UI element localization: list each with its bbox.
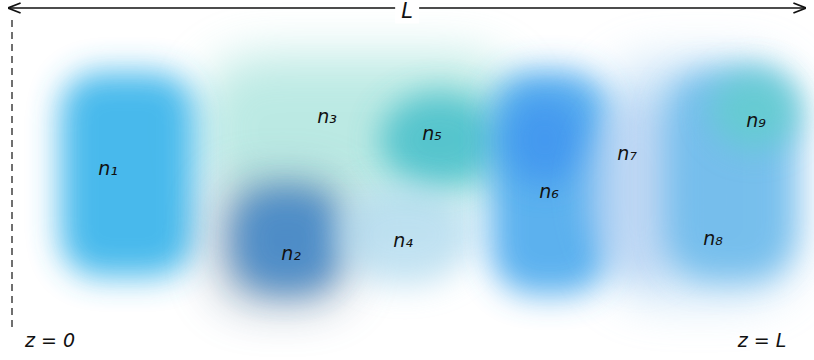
axis-position: z = L	[738, 330, 787, 351]
region-index: n₅	[422, 123, 442, 144]
region-index: n₄	[393, 230, 413, 251]
region-index: n₈	[703, 228, 723, 249]
z0-dashed-line	[11, 20, 12, 330]
region-index: n₇	[617, 143, 637, 164]
region-index: n₁	[98, 158, 118, 179]
dimension-label: L	[395, 0, 419, 23]
region-index: n₉	[746, 110, 766, 131]
region-index: n₆	[539, 181, 559, 202]
refractive-blobs	[60, 55, 800, 305]
region-index: n₃	[317, 106, 337, 127]
axis-position: z = 0	[25, 330, 75, 351]
region-index: n₂	[281, 243, 301, 264]
